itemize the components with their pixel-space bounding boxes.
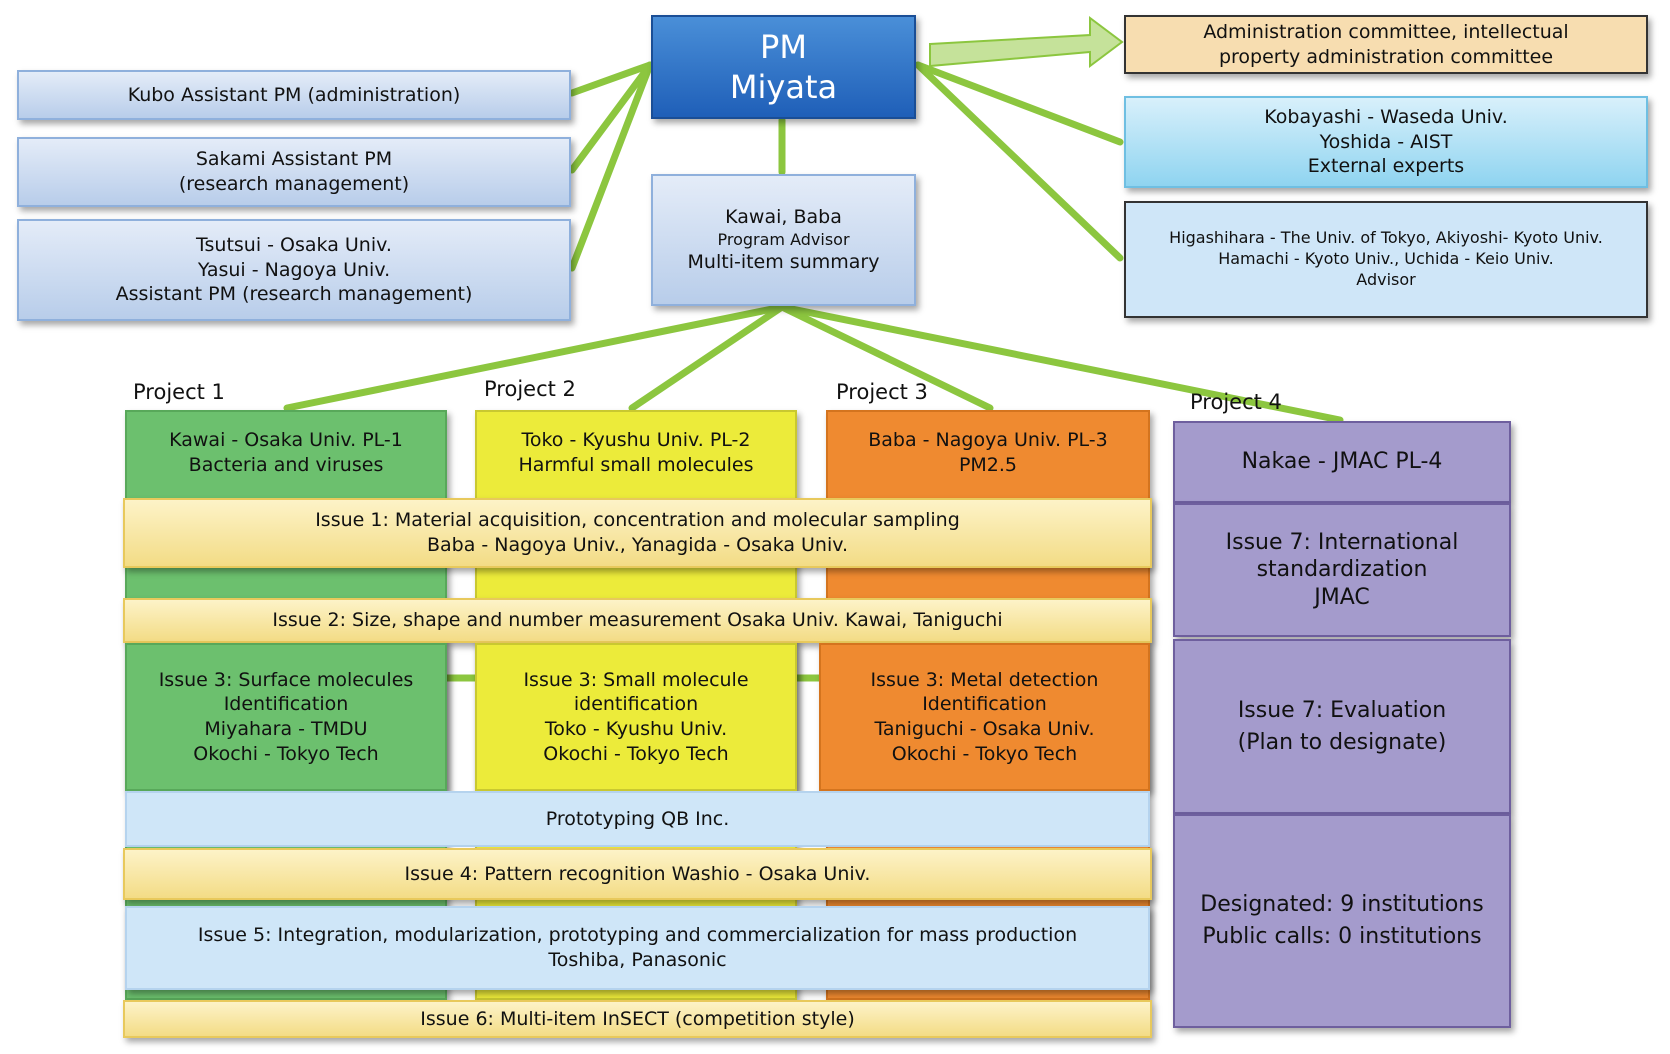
issue-1-line2: Baba - Nagoya Univ., Yanagida - Osaka Un… <box>426 534 849 556</box>
pm-title: PM <box>760 28 807 66</box>
connector-pm-advisors <box>914 61 1124 262</box>
issue-3a-line3: Miyahara - TMDU <box>204 718 368 740</box>
issue-7a-line2: standardization <box>1256 557 1428 583</box>
tsutsui-line2: Yasui - Nagoya Univ. <box>197 258 391 281</box>
issue-5-line1: Issue 5: Integration, modularization, pr… <box>197 924 1078 947</box>
project-1-line1: Kawai - Osaka Univ. PL-1 <box>169 429 403 451</box>
issue-3b-line4: Okochi - Tokyo Tech <box>543 742 729 765</box>
advisor-line3: Multi-item summary <box>687 251 880 274</box>
prototyping-bar: Prototyping QB Inc. <box>125 791 1150 847</box>
connector-pm-experts <box>914 61 1124 146</box>
project-2-line2: Harmful small molecules <box>518 453 754 476</box>
issue-3a-line1: Issue 3: Surface molecules <box>158 668 414 691</box>
connector-advisor-p1 <box>283 303 786 412</box>
issue-3a-line4: Okochi - Tokyo Tech <box>193 742 379 765</box>
project-3-label: Project 3 <box>836 380 928 404</box>
issue-3-surface-box: Issue 3: Surface molecules Identificatio… <box>125 643 447 791</box>
experts-line2: Yoshida - AIST <box>1319 130 1453 153</box>
issue-5-line2: Toshiba, Panasonic <box>548 949 727 971</box>
issue-7a-line3: JMAC <box>1314 584 1370 610</box>
issue-2-bar: Issue 2: Size, shape and number measurem… <box>123 598 1152 643</box>
admin-line2: property administration committee <box>1218 45 1554 68</box>
project-2-line1: Toko - Kyushu Univ. PL-2 <box>521 429 751 451</box>
issue-7-evaluation-box: Issue 7: Evaluation (Plan to designate) <box>1173 639 1511 814</box>
sakami-line2: (research management) <box>178 173 410 195</box>
issue-3-small-molecule-box: Issue 3: Small molecule identification T… <box>475 643 797 791</box>
issue-7-standardization-box: Issue 7: International standardization J… <box>1173 503 1511 637</box>
issue-5-bar: Issue 5: Integration, modularization, pr… <box>125 906 1150 990</box>
issue-3c-line2: Identification <box>922 693 1047 716</box>
project-1-label: Project 1 <box>133 380 225 404</box>
issue-6-bar: Issue 6: Multi-item InSECT (competition … <box>123 1000 1152 1038</box>
kubo-box: Kubo Assistant PM (administration) <box>17 70 571 120</box>
project-4-header: Nakae - JMAC PL-4 <box>1173 421 1511 503</box>
experts-line1: Kobayashi - Waseda Univ. <box>1264 105 1508 128</box>
connector-pm-sakami <box>568 61 654 174</box>
pm-name: Miyata <box>729 68 838 106</box>
tsutsui-line3: Assistant PM (research management) <box>115 283 473 306</box>
issue-3-metal-box: Issue 3: Metal detection Identification … <box>819 643 1150 791</box>
sakami-line1: Sakami Assistant PM <box>195 148 393 171</box>
advisors-box: Higashihara - The Univ. of Tokyo, Akiyos… <box>1124 201 1648 318</box>
tsutsui-line1: Tsutsui - Osaka Univ. <box>196 233 392 256</box>
institutions-box: Designated: 9 institutions Public calls:… <box>1173 814 1511 1028</box>
tsutsui-box: Tsutsui - Osaka Univ. Yasui - Nagoya Uni… <box>17 219 571 321</box>
public-calls-text: Public calls: 0 institutions <box>1202 924 1482 949</box>
project-3-line2: PM2.5 <box>958 453 1018 476</box>
program-advisor-box: Kawai, Baba Program Advisor Multi-item s… <box>651 174 916 306</box>
issue-1-bar: Issue 1: Material acquisition, concentra… <box>123 498 1152 568</box>
external-experts-box: Kobayashi - Waseda Univ. Yoshida - AIST … <box>1124 96 1648 188</box>
issue-3a-line2: Identification <box>223 693 349 716</box>
issue-6-text: Issue 6: Multi-item InSECT (competition … <box>420 1007 855 1030</box>
connector-pm-tsutsui <box>568 61 654 272</box>
project-1-line2: Bacteria and viruses <box>188 453 384 476</box>
admin-line1: Administration committee, intellectual <box>1203 20 1569 43</box>
issue-7b-line1: Issue 7: Evaluation <box>1237 697 1447 723</box>
prototyping-text: Prototyping QB Inc. <box>545 807 730 830</box>
issue-7b-line2: (Plan to designate) <box>1237 729 1447 755</box>
advisor-line2: Program Advisor <box>717 229 850 249</box>
issue-3c-line4: Okochi - Tokyo Tech <box>891 742 1078 765</box>
issue-3c-line3: Taniguchi - Osaka Univ. <box>874 718 1095 740</box>
advisors-line1: Higashihara - The Univ. of Tokyo, Akiyos… <box>1169 228 1603 248</box>
designated-text: Designated: 9 institutions <box>1200 892 1484 918</box>
connector-advisor-p3 <box>778 303 994 412</box>
issue-1-line1: Issue 1: Material acquisition, concentra… <box>315 509 960 532</box>
experts-line3: External experts <box>1307 155 1465 178</box>
project-4-line1: Nakae - JMAC PL-4 <box>1241 448 1443 474</box>
advisor-line1: Kawai, Baba <box>725 205 842 228</box>
issue-3c-line1: Issue 3: Metal detection <box>870 668 1099 691</box>
project-4-label: Project 4 <box>1190 390 1282 414</box>
advisors-line3: Advisor <box>1356 269 1416 289</box>
advisors-line2: Hamachi - Kyoto Univ., Uchida - Keio Uni… <box>1218 249 1554 269</box>
project-3-line1: Baba - Nagoya Univ. PL-3 <box>868 429 1108 451</box>
connector-advisor-p2 <box>628 303 786 412</box>
issue-7a-line1: Issue 7: International <box>1225 529 1459 555</box>
issue-4-bar: Issue 4: Pattern recognition Washio - Os… <box>123 848 1152 900</box>
issue-3b-line2: identification <box>573 693 699 716</box>
admin-committee-box: Administration committee, intellectual p… <box>1124 15 1648 74</box>
kubo-text: Kubo Assistant PM (administration) <box>127 83 461 106</box>
sakami-box: Sakami Assistant PM (research management… <box>17 137 571 207</box>
issue-4-text: Issue 4: Pattern recognition Washio - Os… <box>404 862 871 885</box>
arrow-to-admin <box>929 16 1124 68</box>
project-2-label: Project 2 <box>484 377 576 401</box>
issue-3b-line3: Toko - Kyushu Univ. <box>544 718 728 740</box>
pm-box: PM Miyata <box>651 15 916 119</box>
connector-pm-kubo <box>568 61 654 97</box>
issue-2-text: Issue 2: Size, shape and number measurem… <box>272 609 1003 632</box>
connector-advisor-p4 <box>778 303 1344 424</box>
issue-3b-line1: Issue 3: Small molecule <box>523 668 749 691</box>
